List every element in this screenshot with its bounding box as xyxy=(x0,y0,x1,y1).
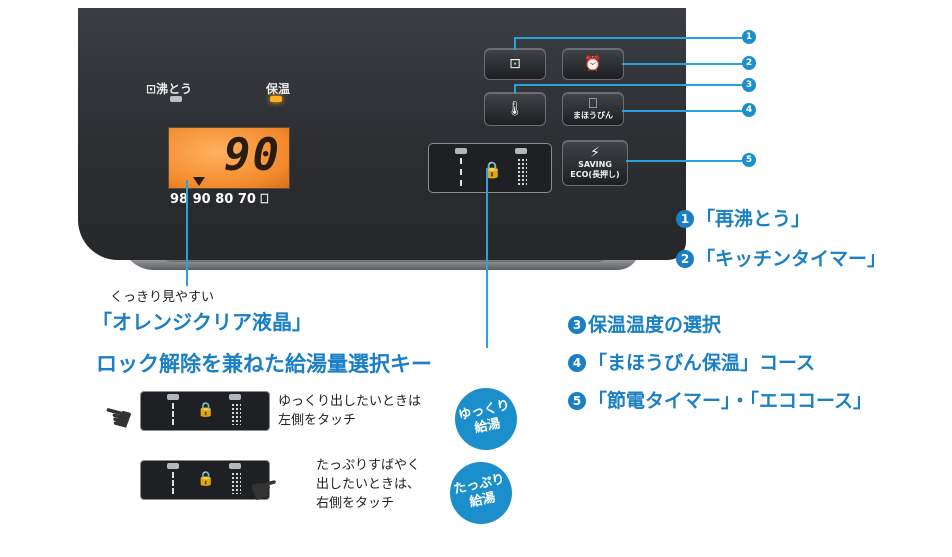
lcd-display: 90 xyxy=(168,127,290,189)
feature-1: 1「再沸とう」 xyxy=(676,204,810,231)
slow-pour-led xyxy=(455,148,467,154)
boil-icon: ⊡ xyxy=(509,56,521,72)
lock-icon: 🔒 xyxy=(197,402,215,418)
lcd-temperature-value: 90 xyxy=(224,130,281,181)
lightning-icon: ⚡ xyxy=(590,145,600,161)
example-led-left xyxy=(167,463,179,469)
feature-5: 5「節電タイマー」・「エココース」 xyxy=(568,386,872,413)
thermos-icon: ⎕ xyxy=(588,96,598,112)
example-led-left xyxy=(167,394,179,400)
thermometer-icon: 🌡 xyxy=(506,101,524,117)
callout-line-2 xyxy=(622,63,748,65)
fast-pour-badge: たっぷり給湯 xyxy=(444,456,518,530)
saving-eco-button[interactable]: ⚡ SAVING ECO(長押し) xyxy=(562,140,628,186)
lcd-caption-small: くっきり見やすい xyxy=(110,290,215,305)
lock-icon: 🔒 xyxy=(482,160,502,179)
alarm-clock-icon: ⏰ xyxy=(584,56,602,72)
feature-2: 2「キッチンタイマー」 xyxy=(676,244,886,271)
boil-icon: ⊡ xyxy=(146,82,157,96)
kitchen-timer-button[interactable]: ⏰ xyxy=(562,48,624,80)
thermos-icon: ⎕ xyxy=(260,192,269,207)
pour-amount-selector[interactable]: 🔒 xyxy=(428,143,552,193)
callout-line-1a xyxy=(514,38,516,50)
lcd-caption-large: 「オレンジクリア液晶」 xyxy=(92,310,312,334)
callout-4: 4 xyxy=(742,103,756,117)
example-led-right xyxy=(229,394,241,400)
fast-pour-key[interactable] xyxy=(517,158,527,186)
lock-key-heading: ロック解除を兼ねた給湯量選択キー xyxy=(96,351,432,376)
boil-indicator-led xyxy=(170,96,182,102)
callout-1: 1 xyxy=(742,30,756,44)
callout-2: 2 xyxy=(742,56,756,70)
hand-icon: ☚ xyxy=(97,394,138,442)
mahobin-button[interactable]: ⎕ まほうびん xyxy=(562,92,624,126)
callout-line-5 xyxy=(626,160,748,162)
keep-warm-temp-button[interactable]: 🌡 xyxy=(484,92,546,126)
boil-indicator-label: ⊡沸とう xyxy=(146,82,193,96)
fast-pour-led xyxy=(515,148,527,154)
temperature-scale: 98 90 80 70 ⎕ xyxy=(170,192,269,207)
callout-line-1 xyxy=(514,37,748,39)
example-led-right xyxy=(229,463,241,469)
lcd-pointer-icon xyxy=(193,177,205,186)
keep-warm-indicator-label: 保温 xyxy=(266,82,291,96)
feature-4: 4「まほうびん保温」コース xyxy=(568,348,815,375)
fast-pour-example-panel: 🔒 xyxy=(140,460,270,500)
example-fast-key xyxy=(231,472,241,494)
example-fast-key xyxy=(231,403,241,425)
example-slow-key xyxy=(172,403,174,425)
callout-3: 3 xyxy=(742,78,756,92)
lock-icon: 🔒 xyxy=(197,471,215,487)
example-slow-key xyxy=(172,472,174,494)
reboil-button[interactable]: ⊡ xyxy=(484,48,546,80)
callout-line-3 xyxy=(514,84,748,86)
slow-pour-key[interactable] xyxy=(460,158,462,186)
slow-pour-example-panel: 🔒 xyxy=(140,391,270,431)
keep-warm-indicator-led xyxy=(270,96,282,102)
callout-5: 5 xyxy=(742,153,756,167)
lock-callout-line xyxy=(486,168,488,348)
slow-pour-badge: ゆっくり給湯 xyxy=(449,382,523,456)
callout-line-4 xyxy=(622,110,748,112)
slow-pour-text: ゆっくり出したいときは左側をタッチ xyxy=(278,394,422,428)
fast-pour-text: たっぷりすばやく出したいときは、右側をタッチ xyxy=(316,458,421,511)
callout-line-3a xyxy=(514,84,516,94)
lcd-callout-line xyxy=(186,180,188,286)
hand-icon: ☛ xyxy=(245,466,286,514)
